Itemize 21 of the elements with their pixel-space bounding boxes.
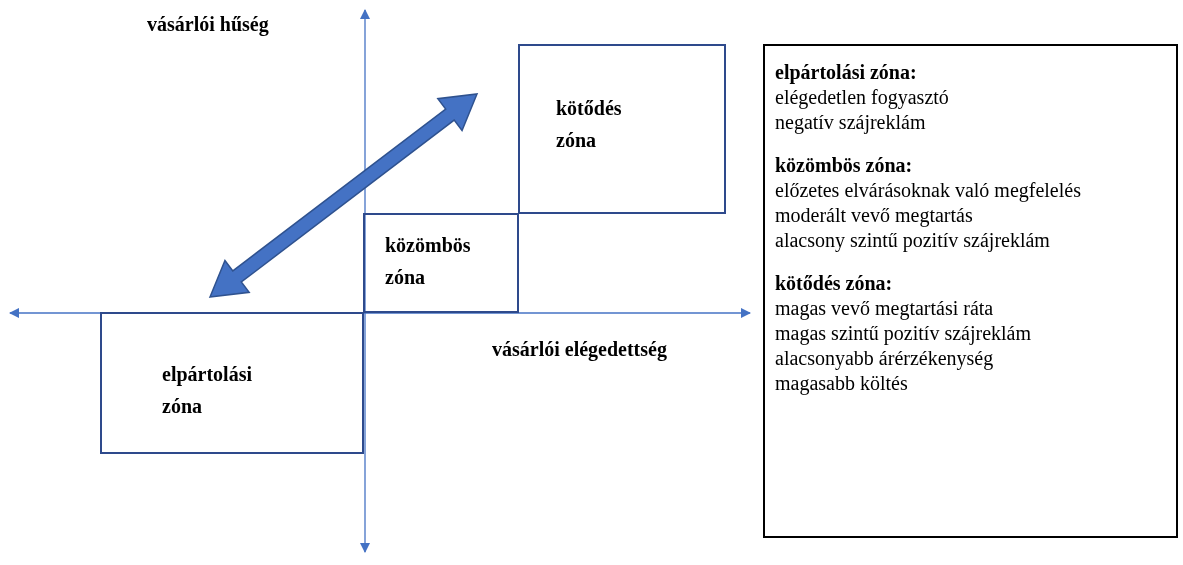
zone-description: elégedetlen fogyasztó: [775, 85, 950, 110]
axis-label: vásárlói hűség: [147, 13, 269, 36]
axis-label: vásárlói elégedettség: [492, 338, 667, 361]
zone-heading: közömbös zóna:: [775, 153, 914, 178]
zone-box: [363, 213, 519, 313]
description-box: [763, 44, 1178, 538]
zone-description: magas szintű pozitív szájreklám: [775, 321, 1033, 346]
zone-description: magasabb költés: [775, 371, 909, 396]
zone-label: kötődés zóna: [556, 96, 623, 153]
zone-description: magas vevő megtartási ráta: [775, 296, 995, 321]
zone-box: [100, 312, 364, 454]
zone-description: alacsony szintű pozitív szájreklám: [775, 228, 1051, 253]
zone-description: alacsonyabb árérzékenység: [775, 346, 995, 371]
zone-description: előzetes elvárásoknak való megfelelés: [775, 178, 1082, 203]
zone-box: [518, 44, 726, 214]
zone-label: közömbös zóna: [385, 233, 472, 290]
zone-label: elpártolási zóna: [162, 362, 253, 419]
zone-heading: kötődés zóna:: [775, 271, 894, 296]
zone-description: negatív szájreklám: [775, 110, 927, 135]
zone-heading: elpártolási zóna:: [775, 60, 918, 85]
zone-description: moderált vevő megtartás: [775, 203, 974, 228]
